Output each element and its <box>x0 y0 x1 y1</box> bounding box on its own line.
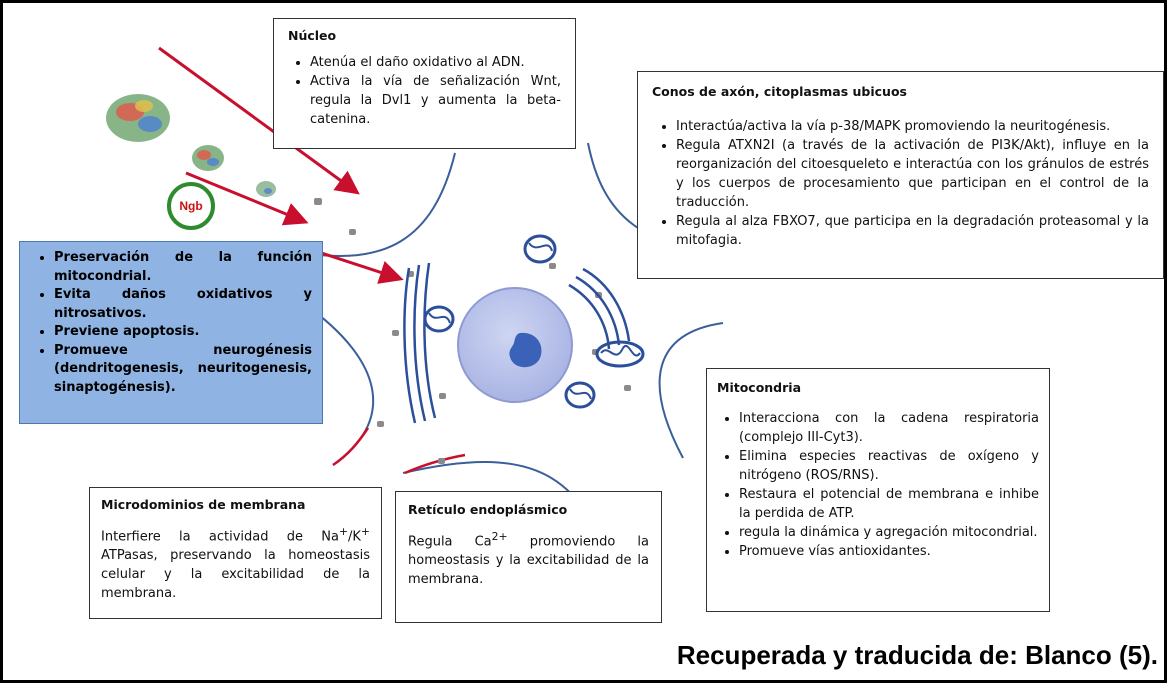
list-item: regula la dinámica y agregación mitocond… <box>739 523 1039 542</box>
nucleo-title: Núcleo <box>288 28 337 43</box>
list-item: Preservación de la función mitocondrial. <box>54 249 312 286</box>
neuroprotection-list: Preservación de la función mitocondrial.… <box>32 249 312 397</box>
membrana-sup-1: + <box>338 525 349 538</box>
list-item: Previene apoptosis. <box>54 323 312 342</box>
list-item: Activa la vía de señalización Wnt, regul… <box>310 72 561 129</box>
list-item: Promueve neurogénesis (dendritogenesis, … <box>54 342 312 398</box>
mitocondria-list: Interacciona con la cadena respiratoria … <box>717 409 1039 561</box>
endoplasmic-reticulum <box>403 262 631 424</box>
membrana-title: Microdominios de membrana <box>101 497 306 512</box>
list-item: Evita daños oxidativos y nitrosativos. <box>54 286 312 323</box>
figure-caption: Recuperada y traducida de: Blanco (5). <box>676 640 1158 670</box>
membrana-text-2: /K <box>348 529 361 545</box>
list-item: Interactúa/activa la vía p-38/MAPK promo… <box>676 117 1149 136</box>
list-item: Promueve vías antioxidantes. <box>739 542 1039 561</box>
membrana-text: Interfiere la actividad de Na+/K+ ATPasa… <box>101 522 370 603</box>
reticulo-sup: 2+ <box>491 530 508 543</box>
nucleo-box: Núcleo Atenúa el daño oxidativo al ADN. … <box>273 18 576 149</box>
neuroprotection-box: Preservación de la función mitocondrial.… <box>19 241 323 424</box>
axon-list: Interactúa/activa la vía p-38/MAPK promo… <box>652 117 1149 250</box>
reticulo-text-1: Regula Ca <box>408 534 492 550</box>
reticulo-title: Retículo endoplásmico <box>408 502 568 517</box>
axon-title: Conos de axón, citoplasmas ubicuos <box>652 84 907 99</box>
reticulo-text: Regula Ca2+ promoviendo la homeostasis y… <box>408 527 649 589</box>
list-item: Restaura el potencial de membrana e inhi… <box>739 485 1039 523</box>
membrana-sup-2: + <box>360 525 370 538</box>
reticulo-box: Retículo endoplásmico Regula Ca2+ promov… <box>395 491 662 623</box>
nucleolus <box>509 332 542 368</box>
axon-box: Conos de axón, citoplasmas ubicuos Inter… <box>637 71 1164 279</box>
mitochondria <box>423 234 645 409</box>
reticulo-text-2: promoviendo la homeostasis y la excitabi… <box>408 534 649 588</box>
membrana-box: Microdominios de membrana Interfiere la … <box>89 487 382 619</box>
mitocondria-title: Mitocondria <box>717 380 802 395</box>
list-item: Elimina especies reactivas de oxígeno y … <box>739 447 1039 485</box>
membrana-text-3: ATPasas, preservando la homeostasis celu… <box>101 548 370 602</box>
mitocondria-box: Mitocondria Interacciona con la cadena r… <box>706 368 1050 612</box>
list-item: Interacciona con la cadena respiratoria … <box>739 409 1039 447</box>
list-item: Regula ATXN2I (a través de la activación… <box>676 136 1149 212</box>
list-item: Regula al alza FBXO7, que participa en l… <box>676 212 1149 250</box>
list-item: Atenúa el daño oxidativo al ADN. <box>310 53 561 72</box>
membrana-text-1: Interfiere la actividad de Na <box>101 529 339 545</box>
nucleo-list: Atenúa el daño oxidativo al ADN. Activa … <box>288 53 561 129</box>
ngb-label: Ngb <box>179 199 203 213</box>
neuron-illustration <box>106 46 739 579</box>
ngb-ring <box>167 182 215 230</box>
protein-structures <box>106 94 276 197</box>
membrane-microdomains <box>332 427 466 475</box>
